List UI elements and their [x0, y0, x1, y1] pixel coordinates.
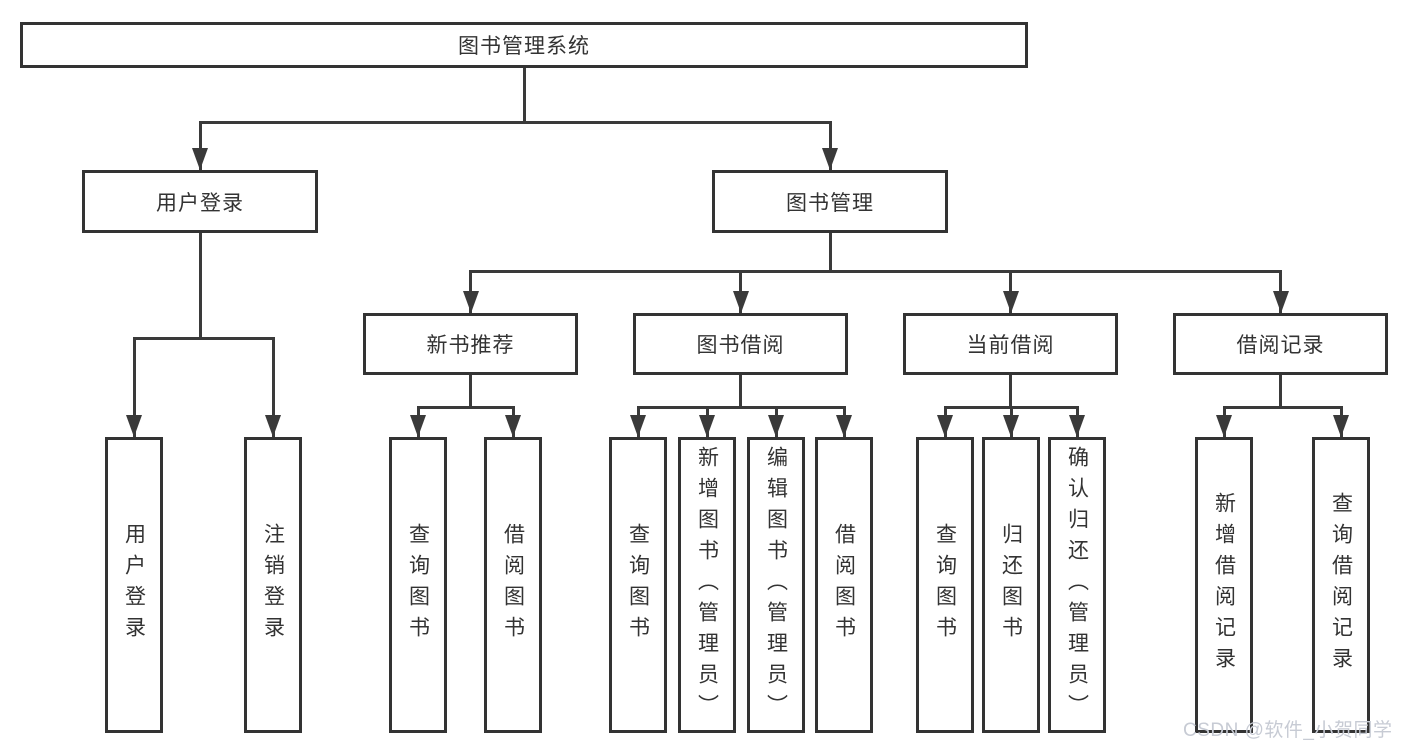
arrow-down-icon — [1216, 415, 1232, 437]
node-bb-edit-books-admin: 编辑图书（管理员） — [747, 437, 805, 733]
arrow-down-icon — [768, 415, 784, 437]
arrow-down-icon — [1069, 415, 1085, 437]
node-label: 注销登录 — [261, 523, 285, 647]
node-label: 借阅图书 — [501, 523, 525, 647]
connector-stem — [198, 121, 202, 170]
node-rec-query-books: 查询图书 — [389, 437, 447, 733]
csdn-watermark: CSDN @软件_小贺同学 — [1183, 720, 1393, 741]
node-current-borrow: 当前借阅 — [903, 313, 1118, 375]
node-label: 新增借阅记录 — [1212, 492, 1236, 678]
arrow-down-icon — [1272, 291, 1289, 313]
node-label: 借阅记录 — [1236, 334, 1325, 357]
node-label: 用户登录 — [122, 523, 146, 647]
node-label: 图书管理系统 — [458, 35, 590, 58]
node-rec-borrow-books: 借阅图书 — [484, 437, 542, 733]
connector-stem — [522, 68, 526, 124]
connector-horizontal — [1222, 406, 1343, 409]
node-label: 图书借阅 — [696, 334, 785, 357]
node-label: 借阅图书 — [832, 523, 856, 647]
arrow-down-icon — [699, 415, 715, 437]
arrow-down-icon — [265, 415, 281, 437]
arrow-down-icon — [732, 291, 749, 313]
node-br-query-record: 查询借阅记录 — [1312, 437, 1370, 733]
arrow-down-icon — [630, 415, 646, 437]
node-label: 查询借阅记录 — [1329, 492, 1353, 678]
connector-horizontal — [198, 121, 832, 124]
node-cb-return-books: 归还图书 — [982, 437, 1040, 733]
connector-horizontal — [469, 270, 1282, 273]
node-label: 当前借阅 — [966, 334, 1055, 357]
arrow-down-icon — [1333, 415, 1349, 437]
node-bb-borrow-books: 借阅图书 — [815, 437, 873, 733]
node-label: 查询图书 — [626, 523, 650, 647]
connector-stem — [198, 233, 202, 340]
connector-horizontal — [636, 406, 846, 409]
node-cb-query-books: 查询图书 — [916, 437, 974, 733]
node-login-user: 用户登录 — [105, 437, 163, 733]
arrow-down-icon — [462, 291, 479, 313]
arrow-down-icon — [822, 148, 838, 170]
connector-horizontal — [416, 406, 515, 409]
arrow-down-icon — [836, 415, 852, 437]
node-label: 新增图书（管理员） — [695, 445, 719, 725]
connector-stem — [828, 121, 832, 170]
node-library-system: 图书管理系统 — [20, 22, 1028, 68]
node-label: 查询图书 — [406, 523, 430, 647]
node-bb-add-books-admin: 新增图书（管理员） — [678, 437, 736, 733]
node-cb-confirm-return: 确认归还（管理员） — [1048, 437, 1106, 733]
arrow-down-icon — [1003, 415, 1019, 437]
arrow-down-icon — [126, 415, 142, 437]
node-bb-query-books: 查询图书 — [609, 437, 667, 733]
node-label: 归还图书 — [999, 523, 1023, 647]
node-label: 确认归还（管理员） — [1065, 445, 1089, 725]
connector-stem — [469, 375, 472, 409]
node-label: 查询图书 — [933, 523, 957, 647]
connector-stem — [1279, 375, 1282, 409]
connector-stem — [828, 233, 832, 273]
connector-stem — [271, 337, 275, 437]
node-label: 编辑图书（管理员） — [764, 445, 788, 725]
node-user-login: 用户登录 — [82, 170, 318, 233]
node-new-book-recommend: 新书推荐 — [363, 313, 578, 375]
connector-horizontal — [132, 337, 275, 340]
connector-stem — [132, 337, 136, 437]
node-borrow-records: 借阅记录 — [1173, 313, 1388, 375]
arrow-down-icon — [410, 415, 426, 437]
node-logout-user: 注销登录 — [244, 437, 302, 733]
connector-stem — [1009, 375, 1012, 409]
node-label: 用户登录 — [156, 191, 244, 215]
node-br-add-record: 新增借阅记录 — [1195, 437, 1253, 733]
arrow-down-icon — [937, 415, 953, 437]
arrow-down-icon — [505, 415, 521, 437]
node-book-borrow: 图书借阅 — [633, 313, 848, 375]
node-book-management: 图书管理 — [712, 170, 948, 233]
node-label: 图书管理 — [786, 191, 874, 215]
node-label: 新书推荐 — [426, 334, 515, 357]
arrow-down-icon — [192, 148, 208, 170]
arrow-down-icon — [1002, 291, 1019, 313]
connector-stem — [739, 375, 742, 409]
